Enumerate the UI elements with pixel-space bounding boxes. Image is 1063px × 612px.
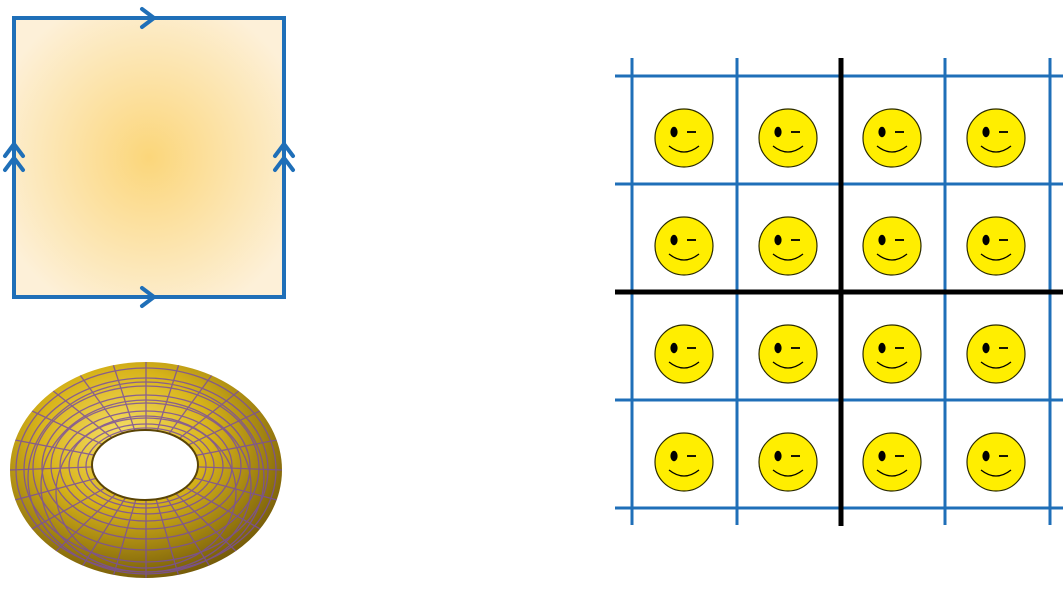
winking-smiley-icon (654, 108, 714, 168)
winking-smiley-icon (862, 324, 922, 384)
right-edge-double-arrow-icon (273, 142, 295, 172)
winking-smiley-icon (758, 324, 818, 384)
universal-cover-grid (615, 58, 1063, 526)
smiley-faces (654, 108, 1026, 492)
torus-hole-rim (90, 429, 200, 501)
winking-smiley-icon (758, 108, 818, 168)
winking-smiley-icon (758, 432, 818, 492)
square-fill (14, 18, 284, 297)
winking-smiley-icon (862, 432, 922, 492)
winking-smiley-icon (966, 108, 1026, 168)
torus-body (10, 362, 282, 578)
winking-smiley-icon (862, 216, 922, 276)
winking-smiley-icon (966, 216, 1026, 276)
bottom-edge-arrow-icon (140, 286, 156, 308)
winking-smiley-icon (966, 324, 1026, 384)
left-edge-double-arrow-icon (3, 142, 25, 172)
winking-smiley-icon (654, 324, 714, 384)
winking-smiley-icon (654, 432, 714, 492)
top-edge-arrow-icon (140, 7, 156, 29)
winking-smiley-icon (654, 216, 714, 276)
winking-smiley-icon (862, 108, 922, 168)
identified-square (3, 7, 295, 308)
fundamental-domain-dividers (615, 58, 1063, 526)
winking-smiley-icon (758, 216, 818, 276)
winking-smiley-icon (966, 432, 1026, 492)
torus (10, 362, 282, 578)
